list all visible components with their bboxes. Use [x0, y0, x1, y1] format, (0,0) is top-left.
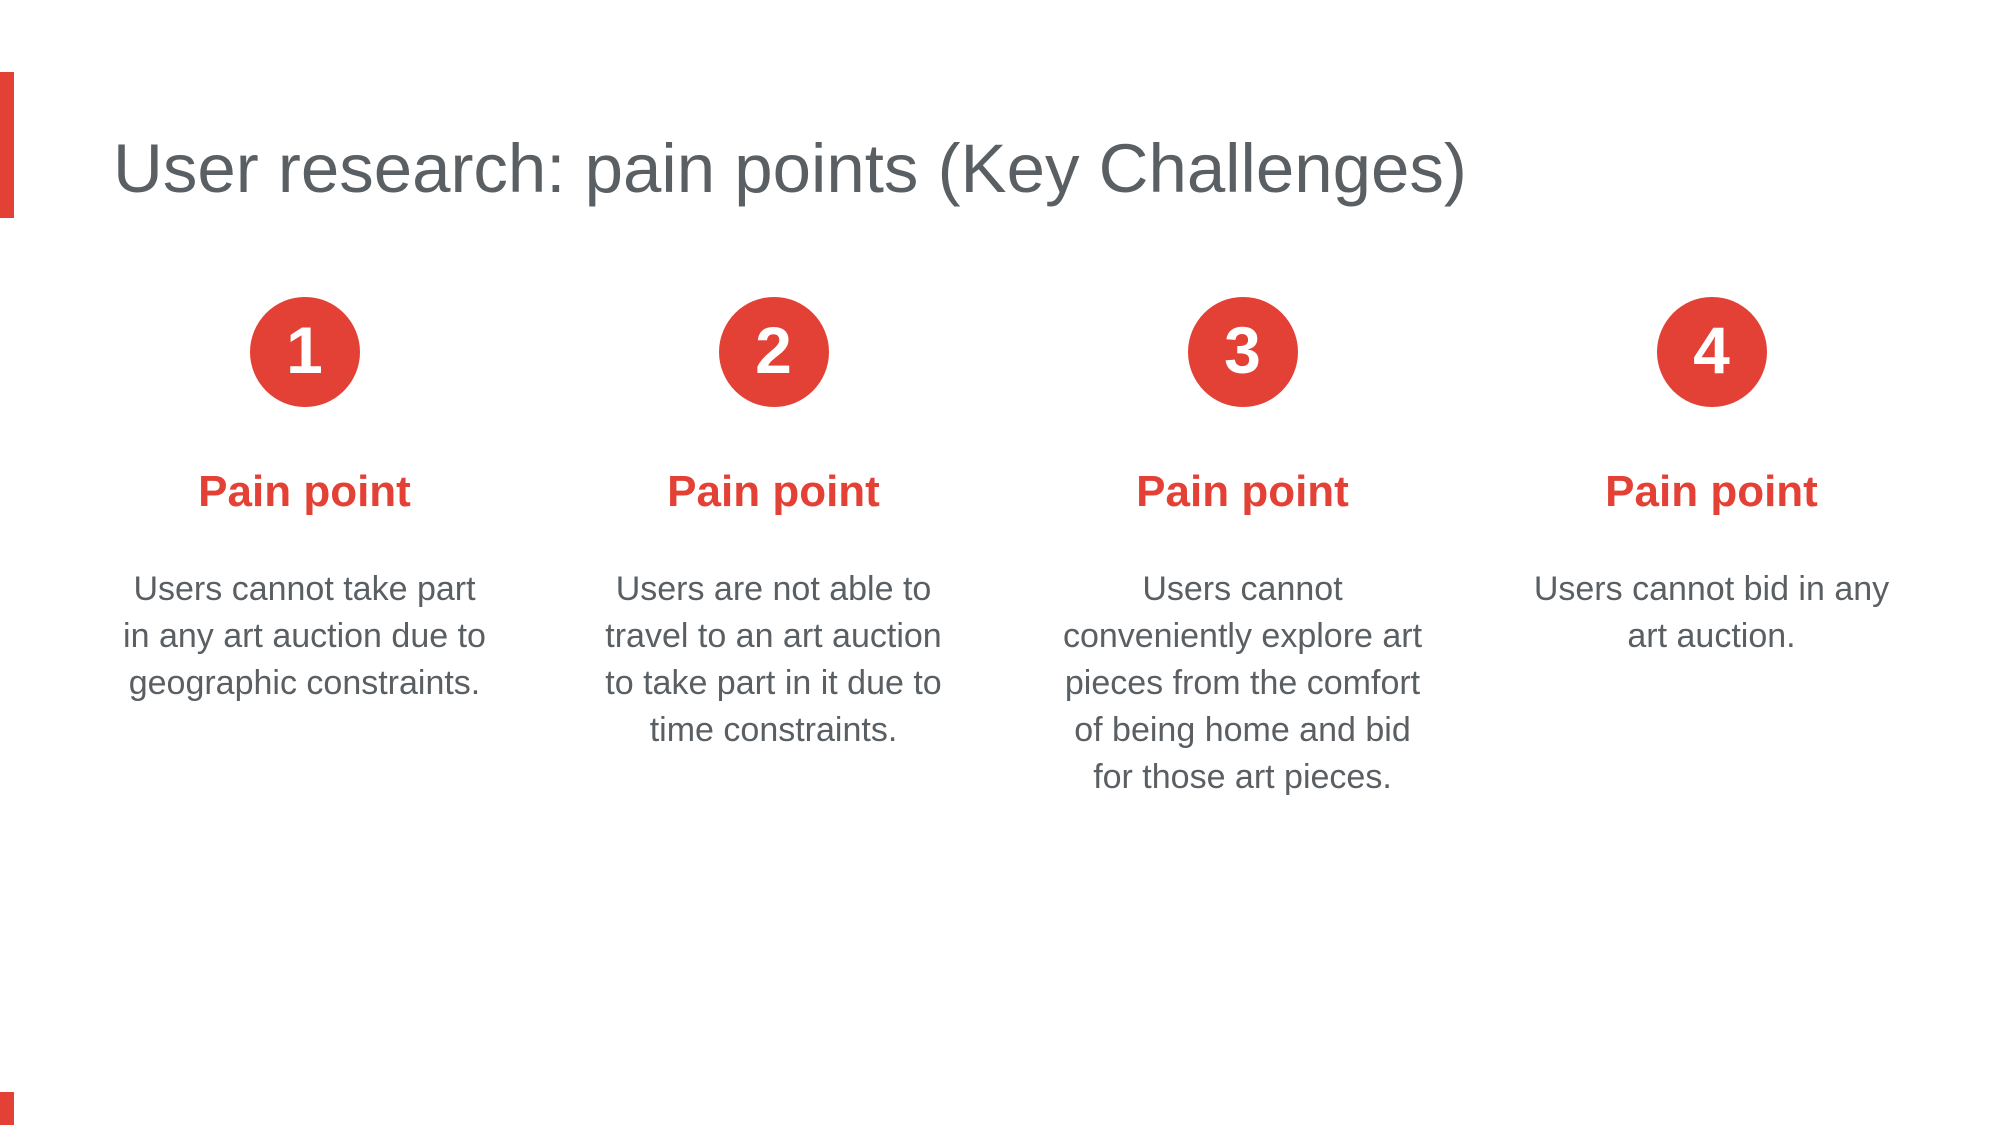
pain-point-card-4: 4 Pain point Users cannot bid in any art…: [1477, 297, 1946, 801]
pain-point-card-1: 1 Pain point Users cannot take part in a…: [70, 297, 539, 801]
step-number: 4: [1693, 313, 1730, 387]
card-heading: Pain point: [1136, 467, 1349, 516]
card-description: Users are not able to travel to an art a…: [605, 570, 942, 749]
card-description: Users cannot conveniently explore art pi…: [1062, 570, 1423, 796]
card-description: Users cannot bid in any art auction.: [1533, 570, 1890, 655]
accent-bar-bottom: [0, 1092, 14, 1125]
accent-bar-top: [0, 72, 14, 218]
step-number: 3: [1224, 313, 1261, 387]
step-number-badge: 3: [1187, 297, 1298, 407]
pain-points-row: 1 Pain point Users cannot take part in a…: [70, 297, 1946, 801]
step-number-badge: 2: [718, 297, 829, 407]
card-heading: Pain point: [1605, 467, 1818, 516]
step-number-badge: 1: [249, 297, 360, 407]
card-description: Users cannot take part in any art auctio…: [123, 570, 486, 702]
pain-point-card-2: 2 Pain point Users are not able to trave…: [539, 297, 1008, 801]
card-heading: Pain point: [198, 467, 411, 516]
step-number: 1: [286, 313, 323, 387]
card-heading: Pain point: [667, 467, 880, 516]
page-title: User research: pain points (Key Challeng…: [113, 130, 1467, 207]
step-number-badge: 4: [1656, 297, 1767, 407]
pain-point-card-3: 3 Pain point Users cannot conveniently e…: [1008, 297, 1477, 801]
step-number: 2: [755, 313, 792, 387]
